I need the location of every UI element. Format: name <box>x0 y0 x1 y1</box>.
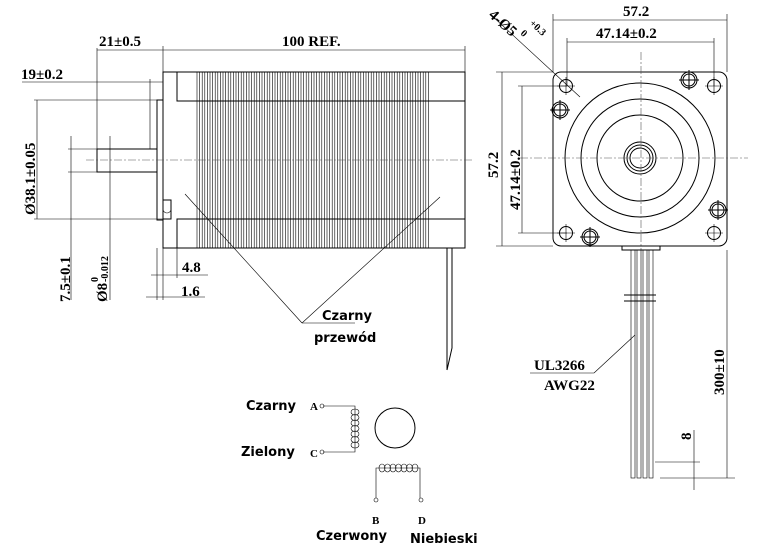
lead-wire <box>630 249 636 479</box>
front-view: 4-Ø5 +0.3 0 57.2 47.14±0.2 57.2 47.14±0.… <box>485 4 748 490</box>
pin-c-label: C <box>310 448 318 460</box>
coil-winding-bd <box>389 463 397 473</box>
coil-winding-ac <box>350 430 360 438</box>
lead-wires <box>630 249 654 479</box>
coil-winding-ac <box>350 425 360 432</box>
pin-b-label: B <box>372 515 380 527</box>
dim-hole-spacing-v: 47.14±0.2 <box>508 149 524 210</box>
lead-wire <box>636 249 642 479</box>
coil-winding-ac <box>350 414 360 421</box>
dim-lead-length: 300±10 <box>712 349 728 395</box>
wire-spec-ul: UL3266 <box>534 358 585 374</box>
dim-width: 57.2 <box>623 4 649 20</box>
mounting-holes <box>550 70 728 247</box>
dim-hole-spacing-h: 47.14±0.2 <box>596 26 657 42</box>
pin-d-label: D <box>418 515 426 527</box>
coil-winding-ac <box>350 436 360 443</box>
callout-black-wire-2: przewód <box>314 331 376 346</box>
coil-winding-bd <box>411 463 419 473</box>
dim-hole: 4-Ø5 <box>485 7 519 40</box>
lead-wire <box>642 249 648 479</box>
coil-winding-bd <box>406 463 413 473</box>
side-view: 21±0.5 100 REF. 19±0.2 Ø38.1±0.05 7.5±0.… <box>21 34 472 371</box>
dim-flange-4-8: 4.8 <box>182 260 201 276</box>
dim-body-length: 100 REF. <box>282 34 341 50</box>
dim-flange-1-6: 1.6 <box>181 284 200 300</box>
dim-flat-depth: 7.5±0.1 <box>58 256 74 302</box>
pin-c-color: Zielony <box>241 445 295 460</box>
dim-shaft-length: 21±0.5 <box>99 34 141 50</box>
coil-winding-ac <box>350 419 360 427</box>
dim-hole-tol-lower: 0 <box>518 28 529 40</box>
dim-flat-length: 19±0.2 <box>21 67 63 83</box>
lead-wire <box>648 249 654 479</box>
coil-winding-bd <box>384 463 391 473</box>
pin-a-color: Czarny <box>246 399 297 414</box>
coil-winding-bd <box>395 463 402 473</box>
dim-shaft-tol-lower: -0.012 <box>100 256 111 282</box>
coil-winding-ac <box>350 441 360 449</box>
wire-spec-awg: AWG22 <box>544 378 595 394</box>
callout-black-wire-1: Czarny <box>322 309 373 324</box>
coil-winding-ac <box>350 408 360 416</box>
wiring-diagram: A Czarny C Zielony B Czerwony D Niebiesk… <box>241 399 478 547</box>
pin-a-label: A <box>310 401 318 413</box>
dim-shaft-diameter: Ø8 <box>95 283 111 302</box>
pin-d-color: Niebieski <box>410 532 478 547</box>
dim-shaft-tol-upper: 0 <box>90 277 101 282</box>
dim-pilot-diameter: Ø38.1±0.05 <box>23 143 39 215</box>
dim-strip-length: 8 <box>679 433 695 441</box>
pin-b-color: Czerwony <box>316 529 388 544</box>
dim-height: 57.2 <box>486 152 502 178</box>
dim-hole-tol-upper: +0.3 <box>527 18 548 38</box>
coil-winding-bd <box>400 463 408 473</box>
coil-winding-bd <box>378 463 386 473</box>
